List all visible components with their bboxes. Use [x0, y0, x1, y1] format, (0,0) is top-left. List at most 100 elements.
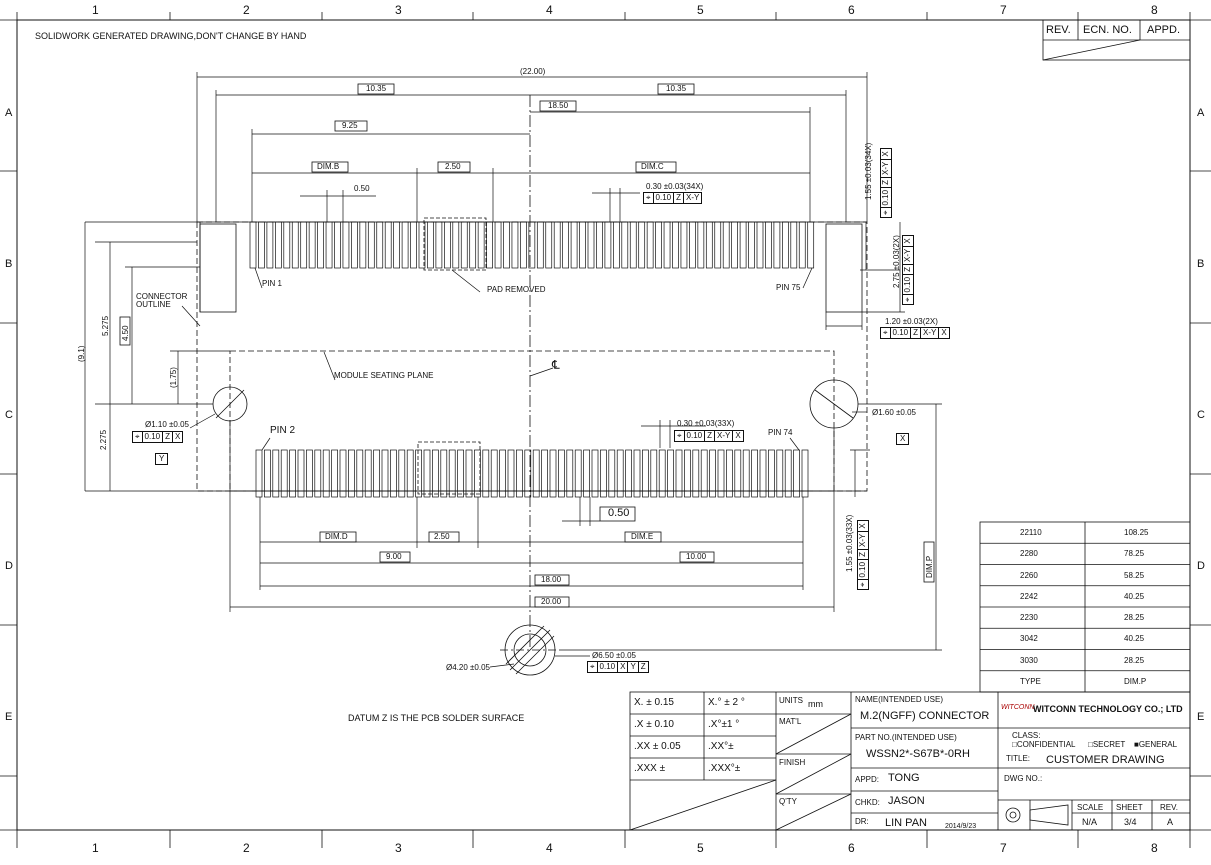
tolerance-angular: .XX°±: [708, 741, 734, 752]
grid-row-C: C: [5, 409, 13, 421]
bottom-pin: [415, 449, 422, 498]
bottom-pin: [549, 449, 557, 498]
bottom-pin: [734, 449, 742, 498]
matl-label: MAT'L: [779, 717, 802, 726]
top-pin: [655, 221, 662, 269]
top-pin: [317, 221, 324, 269]
appd-value: TONG: [888, 772, 920, 784]
bottom-pin: [793, 449, 800, 498]
bottom-pin: [591, 449, 599, 498]
bottom-pin: [339, 449, 347, 498]
top-pin: [444, 221, 451, 269]
qty-label: Q'TY: [779, 797, 797, 806]
grid-row-D: D: [5, 560, 13, 572]
dr-label: DR:: [855, 817, 869, 826]
dim-table-type: 2260: [1020, 570, 1038, 580]
dim-table-type: 3042: [1020, 634, 1038, 644]
top-pin: [739, 221, 747, 269]
top-pin: [334, 221, 341, 269]
dim-c: DIM.C: [641, 162, 664, 171]
top-pin: [612, 221, 620, 269]
top-pin: [807, 221, 815, 269]
dim-d: DIM.D: [325, 532, 348, 541]
top-pin: [460, 221, 468, 269]
top-pin: [410, 221, 417, 269]
dim-050-bot: 0.50: [608, 507, 630, 519]
dim-925: 9.25: [342, 121, 358, 130]
top-pin: [604, 221, 612, 269]
dim-table-value: 28.25: [1124, 613, 1145, 622]
grid-col-5: 5: [697, 841, 704, 855]
grid-col-1: 1: [92, 841, 99, 855]
top-pin: [553, 221, 561, 269]
grid-col-7: 7: [1000, 3, 1007, 17]
top-pin: [756, 221, 764, 269]
grid-col-8: 8: [1151, 841, 1158, 855]
pin75-label: PIN 75: [776, 283, 801, 292]
top-pin: [773, 221, 781, 269]
hole-left-dim: Ø1.10 ±0.05: [145, 420, 189, 429]
pin74-label: PIN 74: [768, 428, 793, 437]
dim-650: Ø6.50 ±0.05: [592, 651, 636, 660]
bottom-pin: [700, 449, 708, 498]
grid-col-6: 6: [848, 3, 855, 17]
company-logo: WITCONN: [1001, 704, 1035, 711]
top-pin: [308, 221, 316, 269]
dim-table-type: TYPE: [1020, 676, 1041, 686]
fcf-cell: ⌖: [902, 294, 914, 305]
appd-header: APPD.: [1147, 24, 1181, 36]
bottom-pin: [474, 449, 481, 498]
bottom-pin: [801, 449, 809, 498]
top-pin: [520, 221, 527, 269]
top-pin: [275, 221, 282, 269]
top-pin: [731, 221, 739, 269]
top-pin: [427, 221, 434, 269]
fcf-cell: X-Y: [880, 158, 892, 179]
bottom-pin: [289, 449, 296, 498]
part-label: PART NO.(INTENDED USE): [855, 733, 957, 742]
tolerance-linear: X. ± 0.15: [634, 697, 674, 708]
bottom-pin: [608, 449, 616, 498]
bottom-pin: [448, 449, 456, 498]
dim-table-value: 58.25: [1124, 570, 1145, 580]
bottom-pin: [297, 449, 305, 498]
top-pin: [283, 221, 291, 269]
top-pin: [477, 221, 485, 269]
bottom-pin: [566, 449, 574, 498]
dim-p: DIM.P: [925, 555, 934, 578]
bottom-pin: [574, 449, 582, 498]
scale-label: SCALE: [1077, 803, 1104, 812]
fcf-cell: X: [902, 235, 914, 247]
top-pin: [300, 221, 308, 269]
grid-col-4: 4: [546, 841, 553, 855]
fcf-cell: 0.10: [857, 558, 869, 581]
grid-row-D: D: [1197, 560, 1205, 572]
top-pin: [790, 221, 798, 269]
fcf-cell: ⌖: [857, 579, 869, 590]
bottom-pin: [717, 449, 725, 498]
dim-b: DIM.B: [317, 162, 340, 171]
top-pin: [722, 221, 730, 269]
bottom-pin: [482, 449, 490, 498]
dim-v175: (1.75): [169, 367, 178, 388]
part-value: WSSN2*-S67B*-0RH: [866, 748, 970, 760]
dim-050-top: 0.50: [354, 184, 370, 193]
dim-table-value: DIM.P: [1124, 676, 1147, 686]
top-pin: [621, 221, 629, 269]
top-pin: [705, 221, 713, 269]
bottom-pin: [776, 449, 784, 498]
dim-v450: 4.50: [121, 325, 130, 341]
fcf-cell: 0.10: [880, 186, 892, 209]
fcf-cell: X-Y: [713, 430, 734, 442]
grid-col-7: 7: [1000, 841, 1007, 855]
bottom-pin: [499, 449, 506, 498]
fcf-cell: 0.10: [902, 273, 914, 296]
bottom-pin: [784, 449, 792, 498]
top-pin: [798, 221, 806, 269]
bottom-pin: [675, 449, 683, 498]
fcf-cell: Z: [880, 177, 892, 188]
ecn-header: ECN. NO.: [1083, 24, 1132, 36]
grid-row-A: A: [1197, 107, 1205, 119]
